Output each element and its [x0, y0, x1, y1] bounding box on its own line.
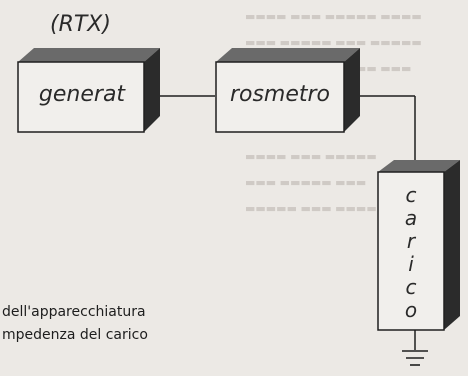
load-label-letter: c — [405, 275, 417, 299]
generator-box — [17, 48, 160, 133]
rtx-label: (RTX) — [50, 12, 111, 37]
load-label-letter: a — [404, 206, 418, 230]
generator-label: generat — [38, 82, 126, 107]
background-text-line: ▬▬▬▬ ▬▬▬ ▬▬▬▬▬ — [245, 150, 377, 163]
caption-line-1: dell'apparecchiatura — [2, 304, 146, 320]
ground-icon — [402, 350, 428, 366]
load-label-letter: c — [405, 183, 417, 207]
swr-meter-box — [215, 48, 360, 133]
background-text-line: ▬▬▬ ▬▬▬▬▬ ▬▬▬ — [245, 176, 367, 189]
load-label-letter: r — [406, 229, 416, 253]
background-text-line: ▬▬▬▬ ▬▬▬ ▬▬▬▬▬ ▬▬▬▬ — [245, 10, 422, 23]
load-label-letter: i — [408, 252, 414, 276]
load-box — [377, 160, 460, 331]
background-text-line: ▬▬▬ ▬▬▬▬▬ ▬▬▬ ▬▬▬▬▬ — [245, 36, 422, 49]
swr-meter-label: rosmetro — [229, 82, 331, 107]
background-text-line: ▬▬▬▬▬ ▬▬▬ ▬▬▬▬ — [245, 202, 377, 215]
caption-line-2: mpedenza del carico — [2, 327, 148, 343]
load-label: c a r i c o — [378, 184, 444, 322]
load-label-letter: o — [404, 298, 418, 322]
